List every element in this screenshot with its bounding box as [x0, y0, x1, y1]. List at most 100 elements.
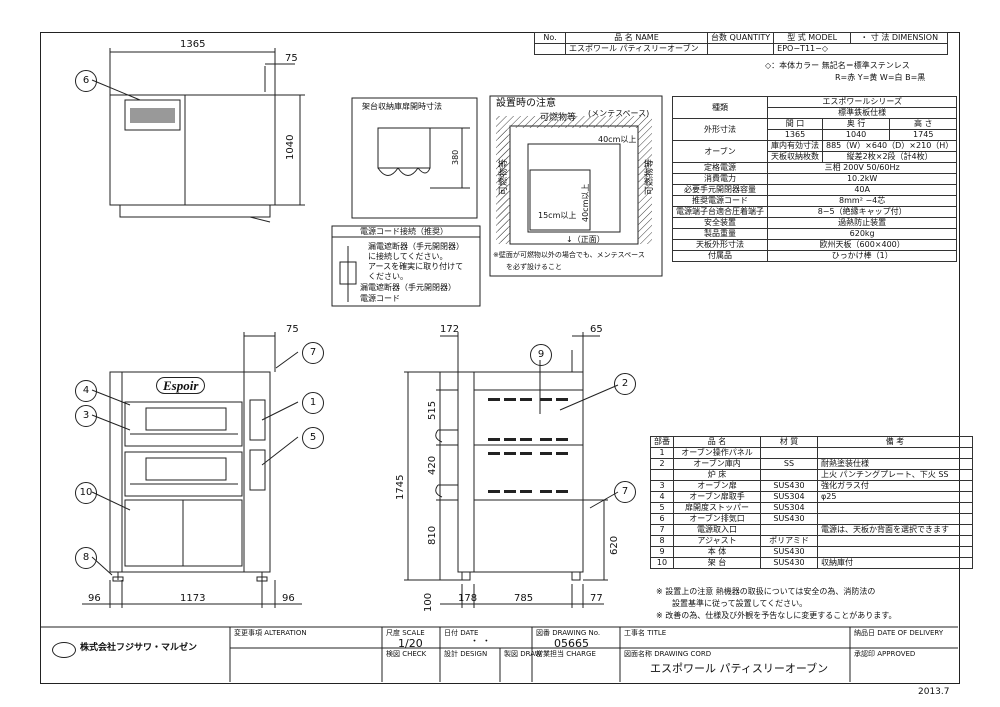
dim-side-total: 1745 [395, 474, 406, 500]
scale-label: 尺度 SCALE [386, 629, 425, 637]
spec-tray-value: 縦差2枚×2段（計4枚） [821, 151, 958, 163]
part-name: 架 台 [673, 557, 761, 569]
dim-top-height: 1040 [285, 134, 296, 160]
install-dim-side: 40cm以上 [581, 183, 590, 222]
spec-label-type: 種類 [672, 96, 768, 119]
part-name: アジャスト [673, 535, 761, 547]
note-3: ※ 改善の為、仕様及び外観を予告なしに変更することがあります。 [656, 611, 897, 620]
spec-outer-d-label: 奥 行 [821, 118, 891, 130]
part-material [760, 469, 818, 481]
dim-side-h4: 620 [609, 535, 620, 555]
dim-side-bottom-a: 100 [423, 592, 434, 612]
work-title-label: 工事名 TITLE [624, 629, 667, 637]
approved-label: 承認印 APPROVED [854, 650, 916, 658]
scale-value: 1/20 [398, 637, 423, 650]
drawing-sheet [40, 32, 960, 684]
callout-3: 3 [75, 405, 97, 427]
dim-side-h2: 420 [427, 455, 438, 475]
note-1: ※ 設置上の注意 熱機器の取扱については安全の為、消防法の [656, 587, 876, 596]
spec-outer-d: 1040 [821, 129, 891, 141]
part-remarks [817, 513, 973, 525]
install-dim-top: 40cm以上 [598, 135, 637, 144]
power-line-4: ください。 [368, 272, 408, 281]
parts-header-material: 材 質 [760, 436, 818, 448]
parts-header-no: 部番 [650, 436, 674, 448]
model-code: EPO−T11−◇ [773, 43, 949, 55]
part-material: SUS430 [760, 480, 818, 492]
callout-7-side: 7 [614, 481, 636, 503]
part-material [760, 447, 818, 459]
dim-front-right: 96 [282, 593, 295, 604]
spec-tray-size-value: 欧州天板（600×400） [766, 239, 958, 251]
part-no: 3 [650, 480, 674, 492]
part-name: 本 体 [673, 546, 761, 558]
spec-tray-label: 天板収納枚数 [767, 151, 823, 163]
part-remarks: 上火 パンチングプレート、下火 SS [817, 469, 973, 481]
part-remarks: φ25 [817, 491, 973, 503]
date-value: ・ ・ [470, 637, 491, 647]
drawing-year: 2013.7 [918, 687, 950, 697]
spec-outer-h: 1745 [889, 129, 958, 141]
part-name: オーブン扉 [673, 480, 761, 492]
part-no: 7 [650, 524, 674, 536]
part-material: SS [760, 458, 818, 470]
part-no: 10 [650, 557, 674, 569]
dim-front-left: 96 [88, 593, 101, 604]
callout-8: 8 [75, 547, 97, 569]
header-table: No. 品 名 NAME 台数 QUANTITY 型 式 MODEL ・ 寸 法… [534, 32, 949, 55]
dim-top-offset: 75 [285, 53, 298, 64]
install-combustible-right: 可燃物等 [645, 158, 655, 195]
part-remarks [817, 502, 973, 514]
power-line-2: に接続してください。 [368, 252, 448, 261]
dim-side-top-b: 65 [590, 324, 603, 335]
spec-outer-h-label: 高 さ [889, 118, 958, 130]
design-label: 設計 DESIGN [444, 650, 488, 658]
part-name: 扉開度ストッパー [673, 502, 761, 514]
install-note-2: を必ず設けること [506, 263, 562, 271]
parts-row: 炉 床 上火 パンチングプレート、下火 SS [650, 469, 973, 481]
spec-accessory-value: ひっかけ棒（1） [766, 250, 958, 262]
note-2: 設置基準に従って設置してください。 [672, 599, 808, 608]
part-name: 炉 床 [673, 469, 761, 481]
dim-side-h3: 810 [427, 525, 438, 545]
install-maintenance: (メンテスペース) [588, 109, 650, 118]
spec-outer-w-label: 間 口 [767, 118, 823, 130]
spec-consumption-value: 10.2kW [766, 173, 958, 185]
check-label: 検図 CHECK [386, 650, 427, 658]
callout-2: 2 [614, 373, 636, 395]
power-label-1: 漏電遮断器（手元開閉器） [360, 283, 456, 292]
part-material: ポリアミド [760, 535, 818, 547]
company-name: 株式会社フジサワ・マルゼン [80, 643, 198, 653]
part-remarks: 耐熱塗装仕様 [817, 458, 973, 470]
part-no: 9 [650, 546, 674, 558]
part-no: 8 [650, 535, 674, 547]
drawing-no: 05665 [554, 637, 589, 650]
dim-side-bottom-b: 178 [458, 593, 478, 604]
spec-breaker-label: 必要手元開閉器容量 [672, 184, 768, 196]
power-line-1: 漏電遮断器（手元開閉器） [368, 242, 464, 251]
spec-type-value: エスポワールシリーズ [766, 96, 958, 108]
part-no [650, 469, 674, 481]
delivery-label: 納品日 DATE OF DELIVERY [854, 629, 944, 637]
part-no: 6 [650, 513, 674, 525]
callout-1: 1 [302, 392, 324, 414]
power-line-3: アースを確実に取り付けて [368, 262, 464, 271]
spec-cord-value: 8mm² −4芯 [766, 195, 958, 207]
callout-10: 10 [75, 482, 97, 504]
spec-type-sub: 標準鉄板仕様 [766, 107, 958, 119]
spec-safety-value: 過熱防止装置 [766, 217, 958, 229]
part-remarks: 強化ガラス付 [817, 480, 973, 492]
spec-breaker-value: 40A [766, 184, 958, 196]
spec-label-oven: オーブン [672, 140, 768, 163]
part-no: 2 [650, 458, 674, 470]
dim-front-width: 1173 [180, 593, 206, 604]
part-no: 4 [650, 491, 674, 503]
part-name: オーブン操作パネル [673, 447, 761, 459]
dim-side-bottom-c: 785 [514, 593, 534, 604]
